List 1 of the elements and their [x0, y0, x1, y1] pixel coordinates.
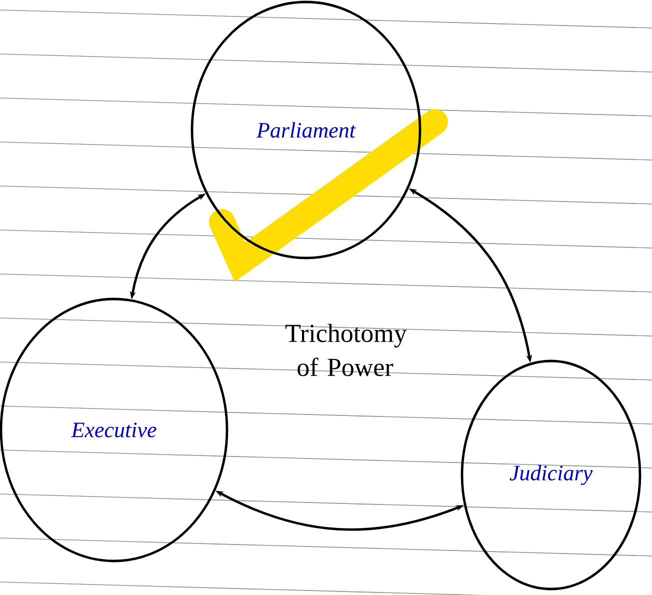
center-label: Trichotomy of Power: [285, 324, 407, 376]
